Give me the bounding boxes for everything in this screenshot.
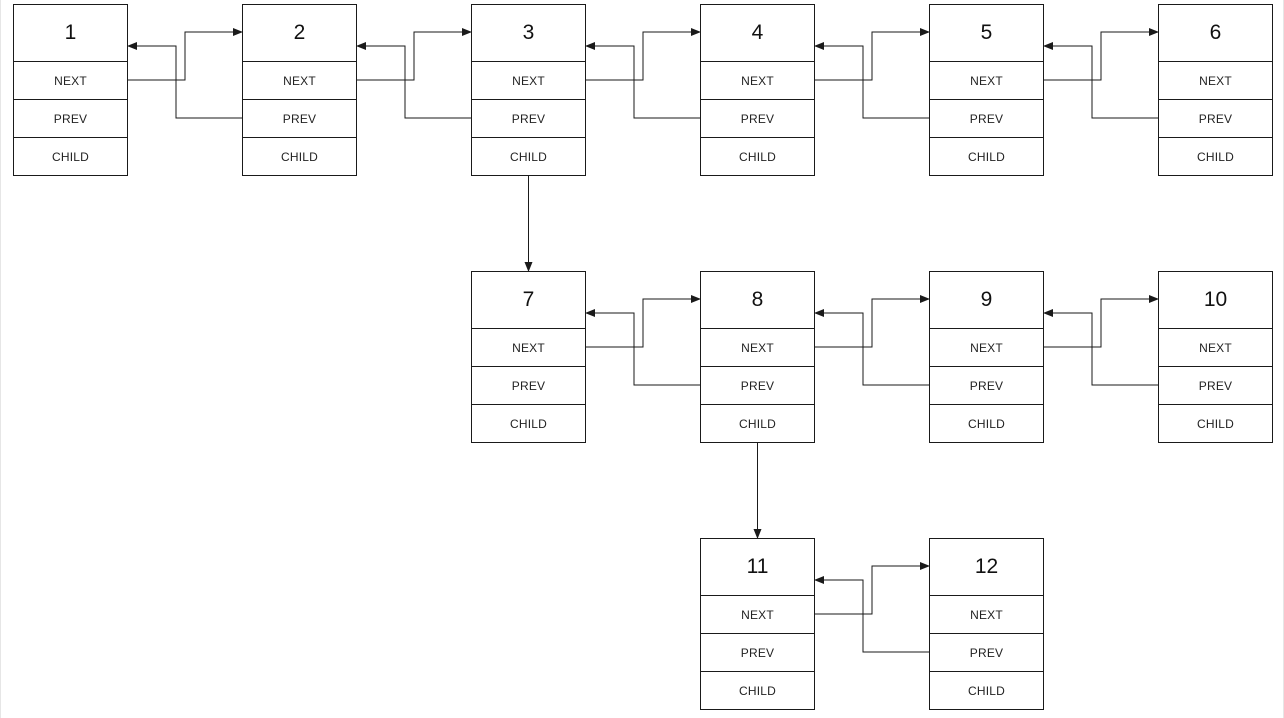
node-field-child: CHILD [738, 149, 776, 164]
node-field-prev: PREV [701, 367, 814, 405]
node-label: 7 [472, 272, 585, 329]
node-field-child: CHILD [738, 416, 776, 431]
node-label: 9 [930, 272, 1043, 329]
node-field-child: CHILD [1196, 416, 1234, 431]
node-label: 4 [701, 5, 814, 62]
node-label: 11 [701, 539, 814, 596]
next-arrow-1-2 [128, 28, 243, 81]
node-field-prev: PREV [472, 100, 585, 138]
node-field-child: CHILD [51, 149, 89, 164]
next-arrow-7-8 [586, 295, 701, 348]
node-field-child: CHILD [1196, 149, 1234, 164]
node-label: 5 [930, 5, 1043, 62]
node-field-next: NEXT [701, 596, 814, 634]
next-arrow-8-9 [815, 295, 930, 348]
node-field-child: CHILD [967, 416, 1005, 431]
node-field-prev: PREV [701, 634, 814, 672]
node-field-prev: PREV [472, 367, 585, 405]
node-label: 1 [14, 5, 127, 62]
node-field-next: NEXT [472, 329, 585, 367]
node-field-prev: PREV [930, 100, 1043, 138]
next-arrow-11-12 [815, 562, 930, 615]
node-field-prev: PREV [930, 634, 1043, 672]
node-field-child: CHILD [280, 149, 318, 164]
next-arrow-3-4 [586, 28, 701, 81]
prev-arrow-12-11 [814, 576, 929, 653]
node-label: 6 [1159, 5, 1272, 62]
node-field-prev: PREV [14, 100, 127, 138]
node-field-next: NEXT [930, 62, 1043, 100]
prev-arrow-2-1 [127, 42, 242, 119]
node-field-next: NEXT [472, 62, 585, 100]
node-field-next: NEXT [243, 62, 356, 100]
prev-arrow-8-7 [585, 309, 700, 386]
node-label: 10 [1159, 272, 1272, 329]
node-field-prev: PREV [701, 100, 814, 138]
prev-arrow-5-4 [814, 42, 929, 119]
node-field-prev: PREV [243, 100, 356, 138]
prev-arrow-9-8 [814, 309, 929, 386]
node-field-next: NEXT [930, 329, 1043, 367]
node-field-next: NEXT [1159, 62, 1272, 100]
node-label: 12 [930, 539, 1043, 596]
node-label: 8 [701, 272, 814, 329]
node-field-child: CHILD [967, 149, 1005, 164]
node-field-prev: PREV [930, 367, 1043, 405]
next-arrow-9-10 [1044, 295, 1159, 348]
node-label: 2 [243, 5, 356, 62]
node-field-child: CHILD [967, 683, 1005, 698]
node-field-prev: PREV [1159, 367, 1272, 405]
node-field-child: CHILD [509, 149, 547, 164]
node-field-next: NEXT [14, 62, 127, 100]
prev-arrow-6-5 [1043, 42, 1158, 119]
node-field-child: CHILD [738, 683, 776, 698]
node-field-prev: PREV [1159, 100, 1272, 138]
next-arrow-5-6 [1044, 28, 1159, 81]
node-field-next: NEXT [701, 62, 814, 100]
node-field-next: NEXT [1159, 329, 1272, 367]
next-arrow-4-5 [815, 28, 930, 81]
prev-arrow-4-3 [585, 42, 700, 119]
node-label: 3 [472, 5, 585, 62]
prev-arrow-10-9 [1043, 309, 1158, 386]
node-field-child: CHILD [509, 416, 547, 431]
node-field-next: NEXT [701, 329, 814, 367]
node-field-next: NEXT [930, 596, 1043, 634]
next-arrow-2-3 [357, 28, 472, 81]
prev-arrow-3-2 [356, 42, 471, 119]
